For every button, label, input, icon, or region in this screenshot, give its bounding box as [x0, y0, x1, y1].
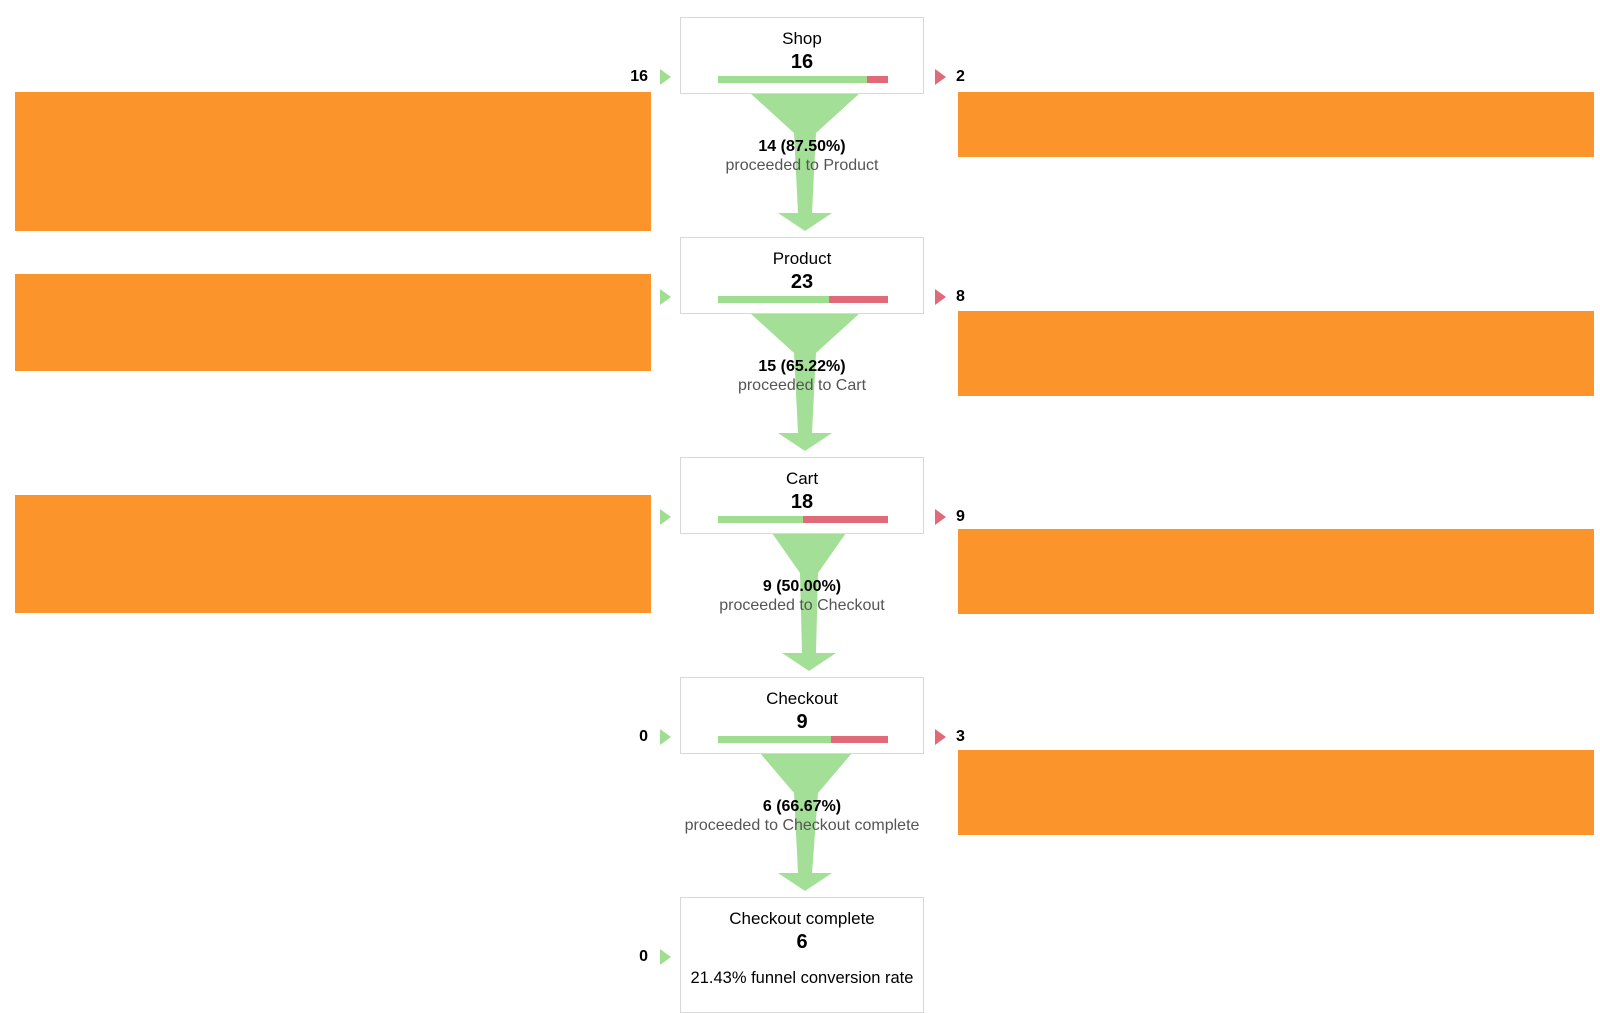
stage-count: 6: [796, 931, 808, 953]
exit-arrow-icon: [935, 729, 946, 745]
stage-count: 9: [796, 711, 808, 733]
proceed-bar: [718, 736, 888, 743]
stage-checkout[interactable]: Checkout 9: [680, 677, 924, 754]
redacted-entrance-sources-product: [15, 274, 651, 371]
stage-name: Checkout: [766, 689, 838, 708]
stage-count: 18: [790, 491, 814, 513]
redacted-exit-destinations-checkout: [958, 750, 1594, 835]
entrance-arrow-icon: [660, 949, 671, 965]
funnel-connector-1: [750, 93, 860, 231]
redacted-exit-destinations-product: [958, 311, 1594, 396]
proceed-bar: [718, 76, 888, 83]
proceed-bar-fill: [718, 516, 803, 523]
entrances-count: 0: [639, 948, 648, 965]
exit-arrow-icon: [935, 289, 946, 305]
proceed-bar: [718, 516, 888, 523]
entrance-arrow-icon: [660, 509, 671, 525]
proceed-bar-fill: [718, 76, 867, 83]
stage-name: Cart: [785, 469, 819, 488]
redacted-entrance-sources-shop: [15, 92, 651, 231]
exits-count: 2: [956, 68, 965, 85]
entrances-count: 16: [630, 68, 648, 85]
funnel-conversion-rate: 21.43% funnel conversion rate: [690, 969, 914, 987]
flow-count: 14 (87.50%): [758, 138, 846, 155]
redacted-exit-destinations-cart: [958, 529, 1594, 614]
proceed-bar-fill: [718, 736, 832, 743]
redacted-exit-destinations-shop: [958, 92, 1594, 157]
funnel-connector-3: [772, 533, 846, 671]
entrances-count: 0: [639, 728, 648, 745]
exits-count: 9: [956, 508, 965, 525]
entrance-arrow-icon: [660, 289, 671, 305]
flow-count: 6 (66.67%): [762, 798, 842, 815]
stage-cart[interactable]: Cart 18: [680, 457, 924, 534]
flow-summary: 6 (66.67%) proceeded to Checkout complet…: [640, 797, 964, 835]
exits-count: 8: [956, 288, 965, 305]
stage-name: Checkout complete: [729, 909, 875, 928]
stage-name: Product: [772, 249, 832, 268]
flow-label: proceeded to Product: [725, 157, 879, 174]
stage-count: 16: [790, 51, 814, 73]
stage-shop[interactable]: Shop 16: [680, 17, 924, 94]
flow-count: 15 (65.22%): [758, 358, 846, 375]
funnel-connector-4: [760, 753, 852, 891]
proceed-bar: [718, 296, 888, 303]
flow-label: proceeded to Checkout complete: [684, 817, 920, 834]
exits-count: 3: [956, 728, 965, 745]
flow-summary: 14 (87.50%) proceeded to Product: [640, 137, 964, 175]
stage-checkout-complete[interactable]: Checkout complete 6 21.43% funnel conver…: [680, 897, 924, 1013]
entrance-arrow-icon: [660, 69, 671, 85]
flow-label: proceeded to Cart: [737, 377, 867, 394]
entrance-arrow-icon: [660, 729, 671, 745]
exit-arrow-icon: [935, 69, 946, 85]
exit-arrow-icon: [935, 509, 946, 525]
redacted-entrance-sources-cart: [15, 495, 651, 613]
flow-count: 9 (50.00%): [762, 578, 842, 595]
proceed-bar-fill: [718, 296, 829, 303]
stage-count: 23: [790, 271, 814, 293]
flow-label: proceeded to Checkout: [719, 597, 885, 614]
flow-summary: 15 (65.22%) proceeded to Cart: [640, 357, 964, 395]
funnel-connector-2: [750, 313, 860, 451]
stage-name: Shop: [782, 29, 822, 48]
stage-product[interactable]: Product 23: [680, 237, 924, 314]
flow-summary: 9 (50.00%) proceeded to Checkout: [640, 577, 964, 615]
